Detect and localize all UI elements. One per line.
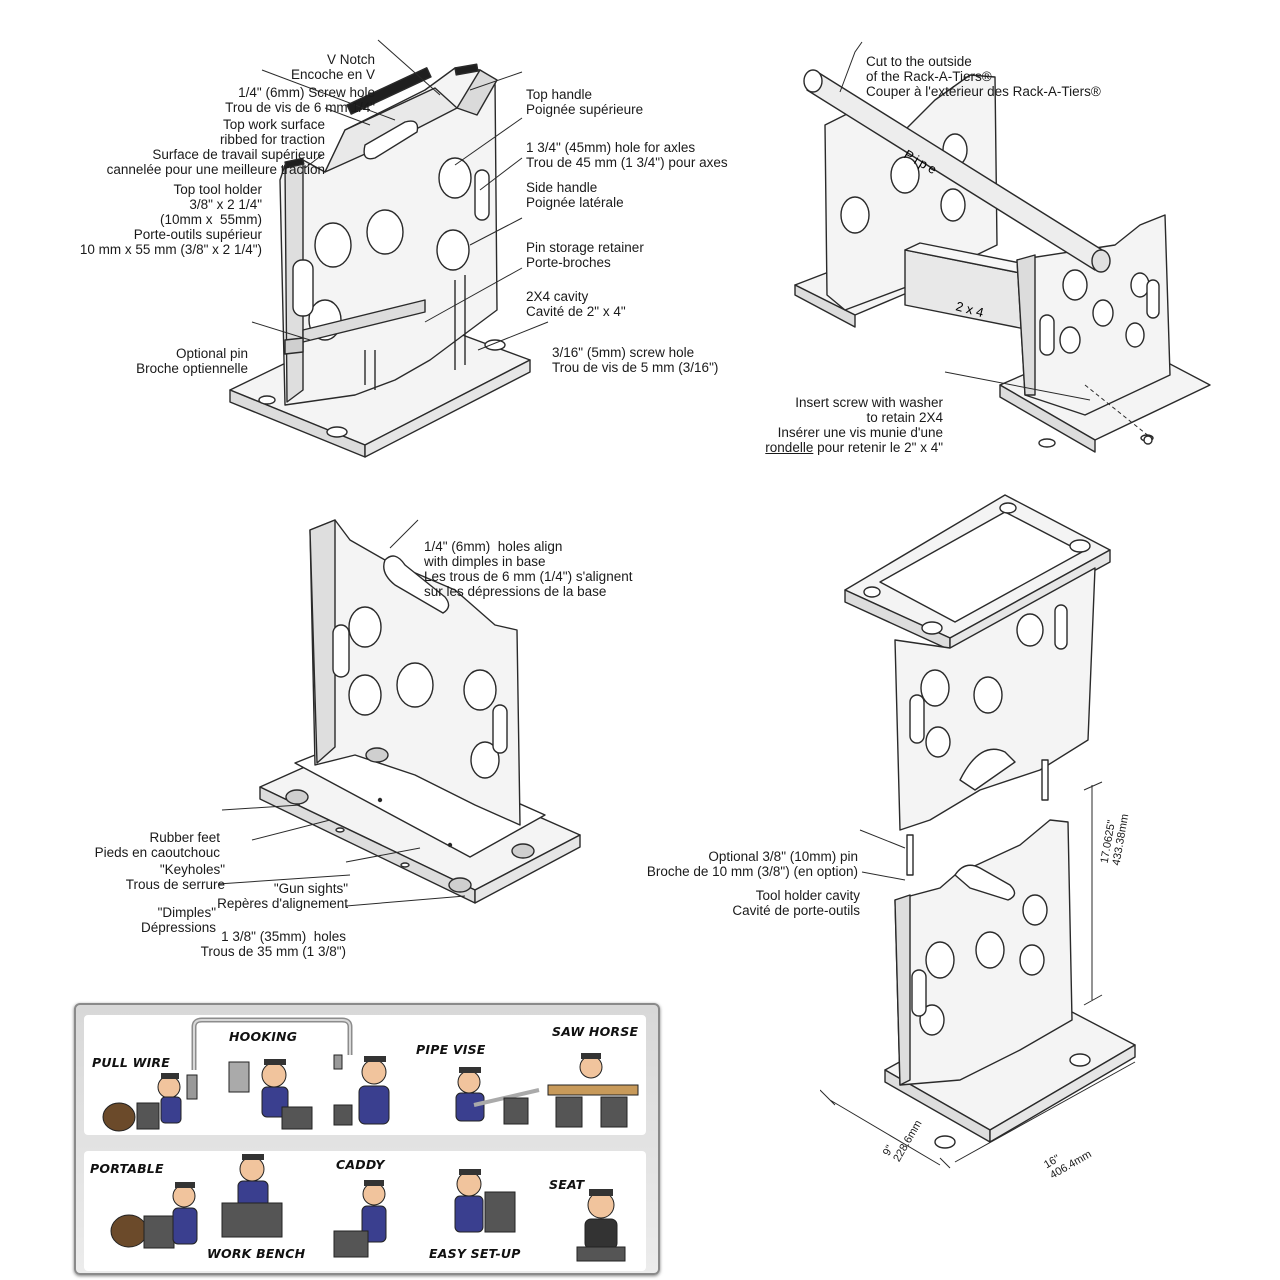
rack-front-view-drawing <box>229 63 531 458</box>
easy-set-up-cartoon <box>454 1169 516 1233</box>
use-pipe-vise: PIPE VISE <box>416 1042 486 1057</box>
use-pull-wire: PULL WIRE <box>92 1055 170 1070</box>
uses-row-2: PORTABLE CADDY SEAT WORK BENCH EASY SET-… <box>84 1151 646 1271</box>
uses-panel: PULL WIRE HOOKING PIPE VISE SAW HORSE <box>74 1003 660 1275</box>
rack-base-view-drawing <box>259 519 581 904</box>
caddy-cartoon <box>333 1180 387 1258</box>
work-bench-cartoon <box>221 1154 283 1238</box>
use-caddy: CADDY <box>336 1157 385 1172</box>
leader-lines <box>217 39 1091 907</box>
rack-pipe-assembly-drawing: Pipe 2 x 4 <box>794 69 1211 453</box>
uses-row-1: PULL WIRE HOOKING PIPE VISE SAW HORSE <box>84 1015 646 1135</box>
board-label: 2 x 4 <box>954 298 985 320</box>
hooking-cartoon <box>228 1059 313 1130</box>
label-keyholes: "Keyholes"Trous de serrure <box>125 862 225 892</box>
conduit-graphic <box>191 1017 353 1070</box>
hooking-2-cartoon <box>333 1054 390 1126</box>
label-dimples: "Dimples"Dépressions <box>140 905 216 935</box>
use-seat: SEAT <box>549 1177 585 1192</box>
use-hooking: HOOKING <box>229 1029 298 1044</box>
saw-horse-cartoon <box>547 1053 639 1128</box>
pipe-vise-cartoon <box>455 1067 540 1125</box>
use-saw-horse: SAW HORSE <box>552 1024 639 1039</box>
use-easy-set-up: EASY SET-UP <box>429 1246 521 1261</box>
pull-wire-cartoon <box>102 1073 198 1132</box>
seat-cartoon <box>576 1189 626 1262</box>
label-gun-sights: "Gun sights"Repères d'alignement <box>217 881 348 911</box>
rack-stacking-drawing <box>820 494 1136 1169</box>
portable-cartoon <box>110 1182 198 1249</box>
use-work-bench: WORK BENCH <box>207 1246 306 1261</box>
use-portable: PORTABLE <box>90 1161 164 1176</box>
